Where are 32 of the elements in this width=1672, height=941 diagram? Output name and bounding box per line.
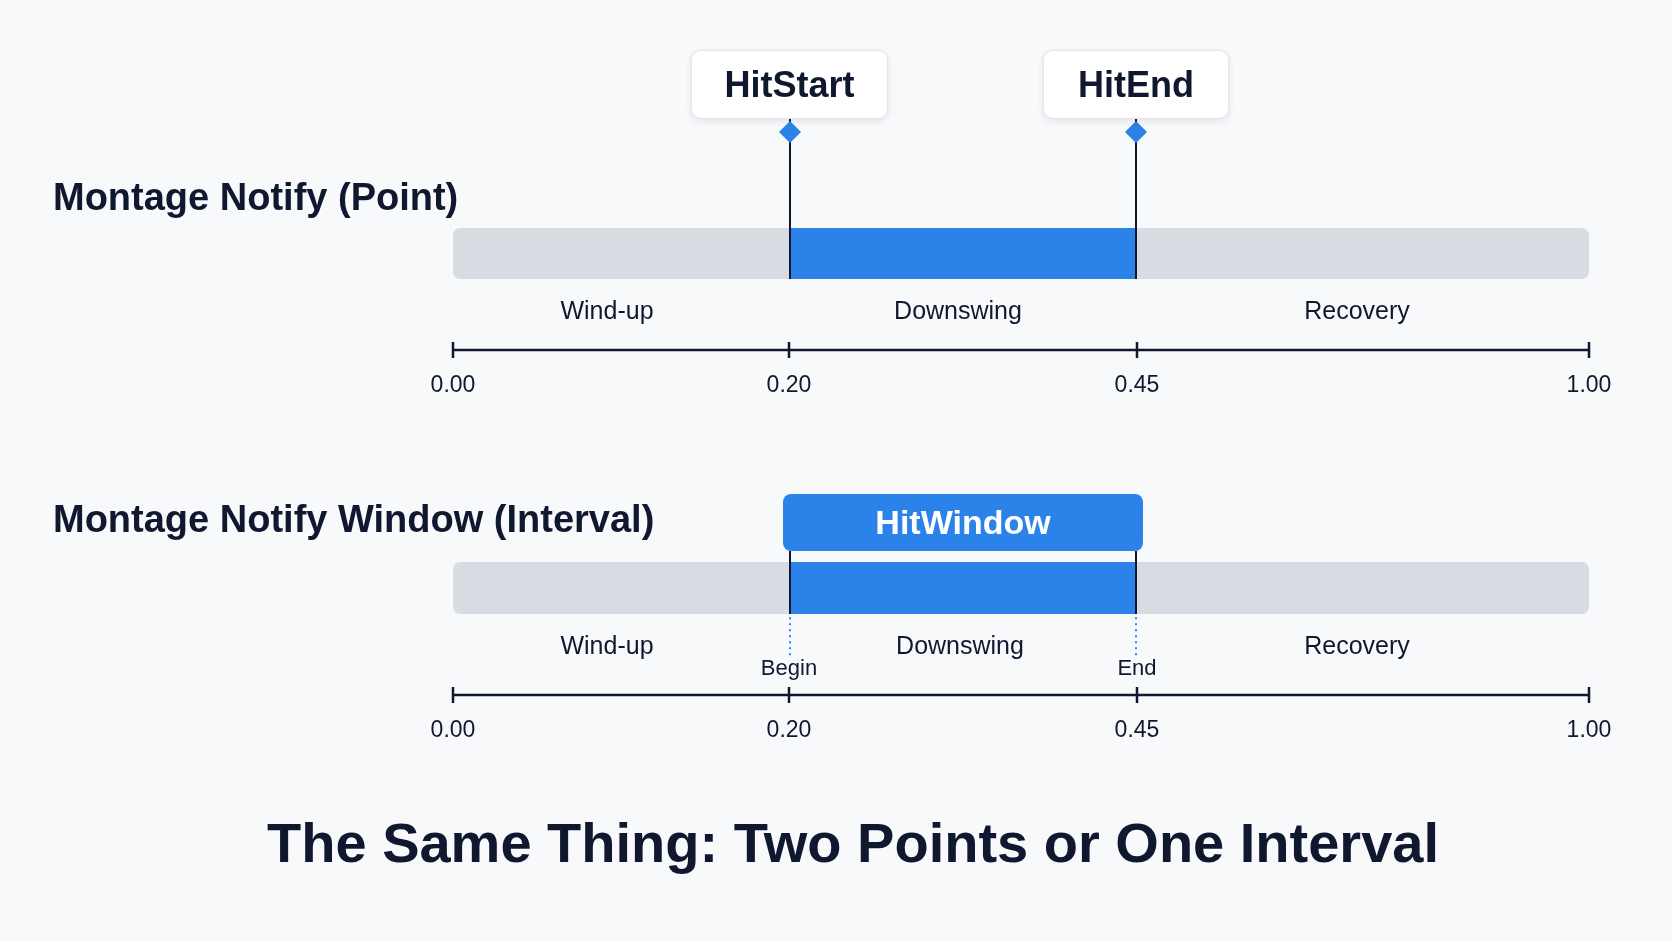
- tick-label: 0.20: [766, 370, 812, 398]
- tick-label: 1.00: [1566, 715, 1612, 743]
- phase-label: Downswing: [896, 631, 1024, 660]
- connector-line: [1135, 550, 1137, 563]
- timeline-segment: [1137, 562, 1589, 614]
- tick-label: 0.20: [766, 715, 812, 743]
- section-heading: Montage Notify (Point): [53, 176, 459, 220]
- leader-line: [779, 118, 801, 229]
- boundary-label: End: [1117, 655, 1157, 681]
- phase-label: Downswing: [894, 296, 1022, 325]
- section-heading: Montage Notify Window (Interval): [53, 498, 655, 542]
- tick-label: 0.45: [1114, 715, 1160, 743]
- connector-line: [789, 550, 791, 563]
- timeline-segment: [453, 562, 789, 614]
- tick-label: 1.00: [1566, 370, 1612, 398]
- timeline-segment: [1137, 228, 1589, 279]
- phase-label: Recovery: [1304, 631, 1410, 660]
- tick-label: 0.45: [1114, 370, 1160, 398]
- boundary-label: Begin: [760, 655, 818, 681]
- timeline-segment: [789, 562, 1137, 614]
- notify-tag: HitStart: [691, 50, 888, 119]
- timeline-segment: [789, 228, 1137, 279]
- leader-line: [1125, 118, 1147, 229]
- tick-label: 0.00: [430, 715, 476, 743]
- diagram-caption: The Same Thing: Two Points or One Interval: [267, 809, 1439, 875]
- phase-label: Recovery: [1304, 296, 1410, 325]
- phase-label: Wind-up: [560, 631, 654, 660]
- tick-label: 0.00: [430, 370, 476, 398]
- timeline-segment: [453, 228, 789, 279]
- phase-label: Wind-up: [560, 296, 654, 325]
- window-bar: HitWindow: [783, 494, 1143, 551]
- notify-tag: HitEnd: [1043, 50, 1229, 119]
